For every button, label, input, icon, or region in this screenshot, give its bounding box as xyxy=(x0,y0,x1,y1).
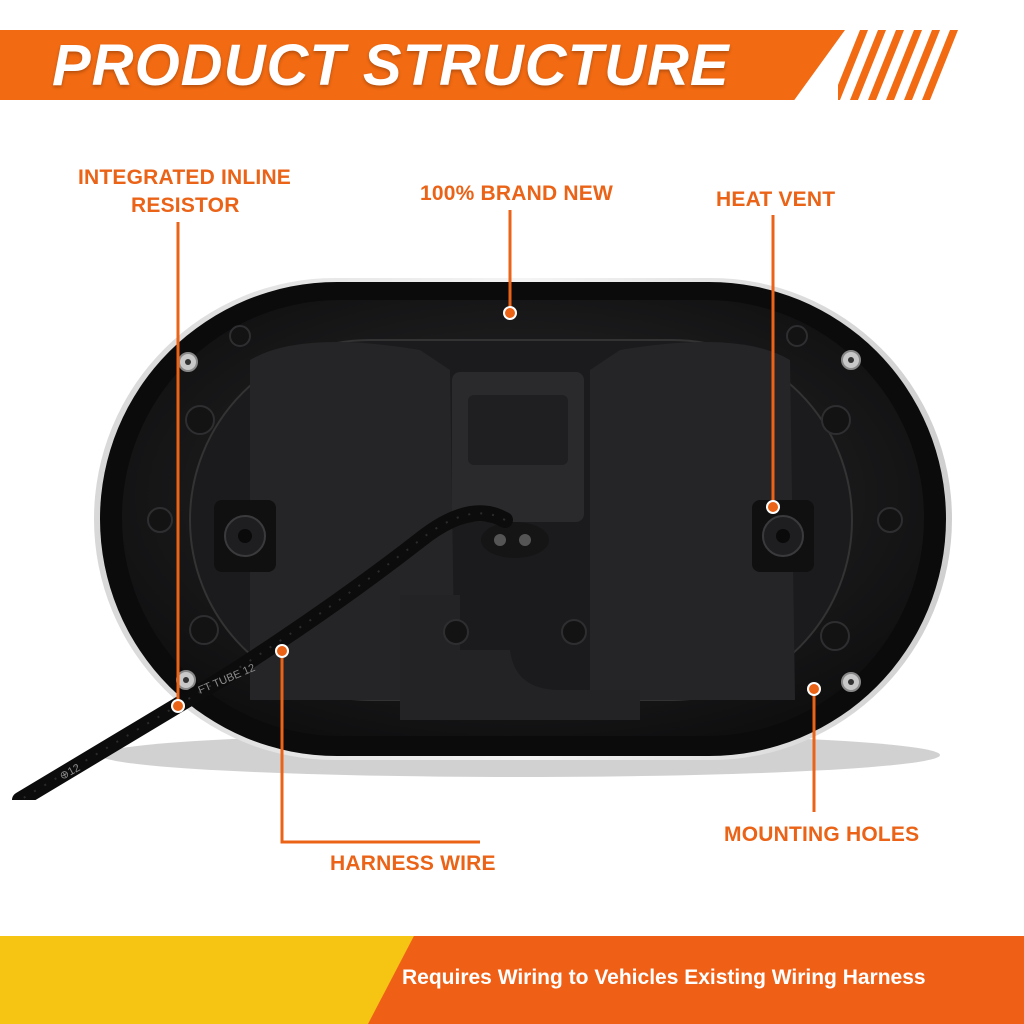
footer-text: Requires Wiring to Vehicles Existing Wir… xyxy=(402,966,926,989)
heat-vent-callout: HEAT VENT xyxy=(716,188,836,211)
title-banner xyxy=(0,30,845,100)
mounting-holes-pointer xyxy=(807,682,821,696)
heat-vent-pointer xyxy=(766,500,780,514)
wire-connector xyxy=(481,522,549,558)
footer-accent xyxy=(0,936,420,1024)
left-heat-vent xyxy=(214,500,276,572)
mounting-holes-callout: MOUNTING HOLES xyxy=(724,823,920,846)
product-back-view: FT TUBE 12 ⊕12 xyxy=(12,278,952,800)
harness-wire-pointer xyxy=(275,644,289,658)
resistor-pointer xyxy=(171,699,185,713)
banner-stripes xyxy=(838,30,958,100)
resistor-callout-line1: INTEGRATED INLINE xyxy=(78,166,292,189)
right-heat-vent xyxy=(752,500,814,572)
brand-new-callout: 100% BRAND NEW xyxy=(420,182,613,205)
page-title: PRODUCT STRUCTURE xyxy=(52,33,730,98)
footer-bar xyxy=(368,936,1024,1024)
resistor-callout-line2: RESISTOR xyxy=(131,194,240,217)
harness-wire-callout: HARNESS WIRE xyxy=(330,852,496,875)
right-block xyxy=(590,342,795,700)
brand-new-pointer xyxy=(503,306,517,320)
